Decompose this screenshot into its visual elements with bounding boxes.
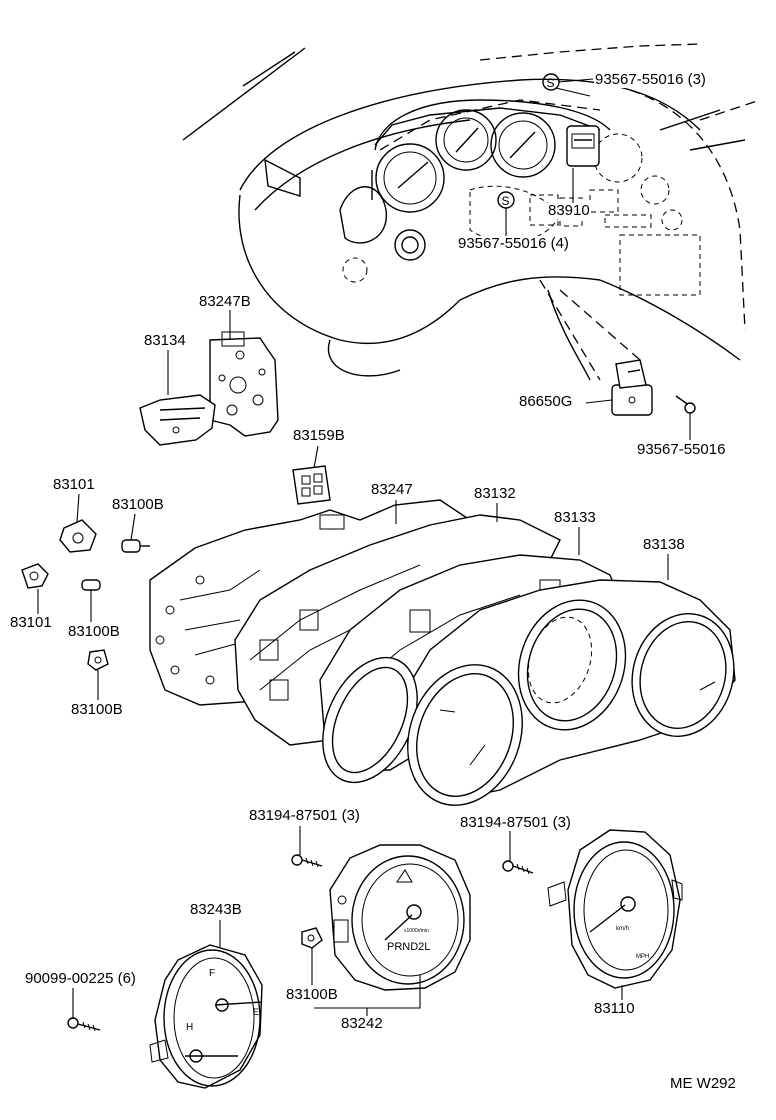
gauge-face-text: F E H PRND2L x1000r/min km/h MPH (186, 926, 649, 1033)
svg-text:S: S (547, 76, 555, 90)
socket-83101-upper (59, 519, 97, 553)
cluster-rings (322, 599, 735, 806)
callout-86650g: 86650G (518, 393, 574, 410)
screw-83194-right (502, 860, 534, 875)
callout-83133: 83133 (553, 509, 597, 526)
speedo-unit-mph-text: MPH (636, 954, 649, 960)
callout-93567-55016: 93567-55016 (636, 441, 727, 458)
callout-93567-55016-3: 93567-55016 (3) (594, 71, 707, 88)
socket-83101-lower (21, 563, 49, 589)
bracket-83134 (139, 394, 216, 446)
callout-83138: 83138 (642, 536, 686, 553)
callout-83100b-upper: 83100B (111, 496, 165, 513)
callout-83100b-lower: 83100B (70, 701, 124, 718)
callout-83101-upper: 83101 (52, 476, 96, 493)
svg-text:S: S (502, 194, 510, 208)
bolt-93567-55016 (675, 395, 696, 414)
callout-83194-87501-right: 83194-87501 (3) (459, 814, 572, 831)
callout-83910: 83910 (547, 202, 591, 219)
fuel-temp-gauge-83243b (149, 944, 263, 1089)
callout-83247: 83247 (370, 481, 414, 498)
shift-indicator-text: PRND2L (387, 941, 430, 953)
sensor-86650g (611, 359, 653, 416)
temp-h-mark: H (186, 1022, 193, 1033)
leader-lines (37, 78, 691, 1018)
screw-symbol-lower: S (497, 191, 515, 209)
callout-83247b: 83247B (198, 293, 252, 310)
callout-83100b-tach: 83100B (285, 986, 339, 1003)
callout-83134: 83134 (143, 332, 187, 349)
callout-83194-87501-left: 83194-87501 (3) (248, 807, 361, 824)
callout-83132: 83132 (473, 485, 517, 502)
dashboard-panel (182, 43, 761, 381)
speedo-unit-text: km/h (616, 926, 629, 932)
callout-83110: 83110 (593, 1000, 636, 1017)
diagram-id: ME W292 (669, 1075, 737, 1092)
callout-83243b: 83243B (189, 901, 243, 918)
callout-90099-00225-6: 90099-00225 (6) (24, 970, 137, 987)
screw-90099-00225 (67, 1017, 101, 1032)
connector-83159b (292, 465, 331, 505)
callout-83242: 83242 (340, 1015, 384, 1032)
printed-circuit-plate-83247b (209, 331, 279, 437)
callout-83100b-middle: 83100B (67, 623, 121, 640)
screw-83194-left (291, 854, 323, 868)
callout-93567-55016-4: 93567-55016 (4) (457, 235, 570, 252)
fuel-f-mark: F (209, 968, 215, 979)
callout-83101-lower: 83101 (9, 614, 53, 631)
fuel-e-mark: E (253, 1007, 259, 1017)
bulb-83100b-upper (121, 539, 150, 553)
speedometer-83110 (547, 829, 683, 989)
callout-83159b: 83159B (292, 427, 346, 444)
bulb-83100b-lower (87, 649, 109, 671)
bulb-83100b-tach (301, 927, 323, 949)
bulb-83100b-middle (81, 579, 101, 591)
tach-unit-text: x1000r/min (404, 928, 429, 934)
tachometer-83242 (329, 844, 471, 991)
